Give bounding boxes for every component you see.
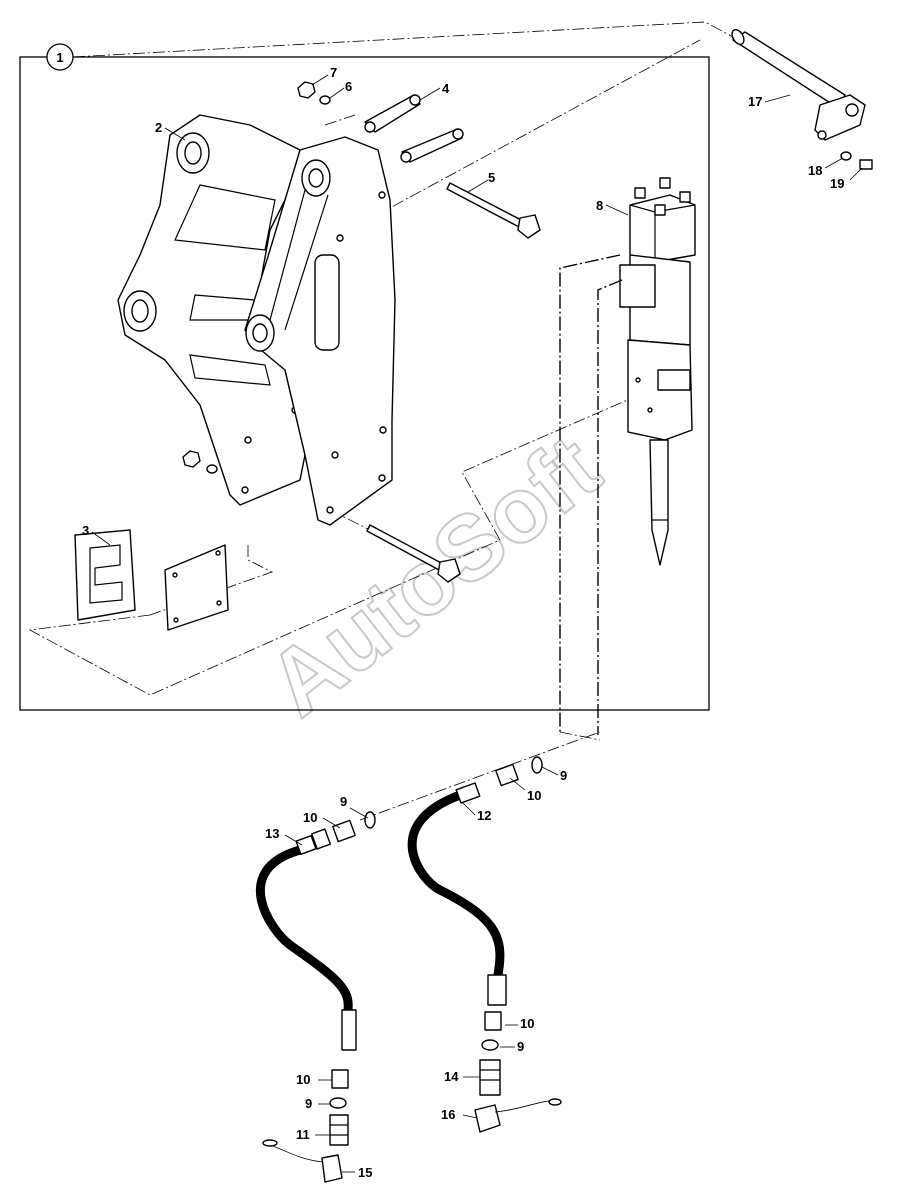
washer-part-18 bbox=[840, 151, 852, 161]
callout-11: 11 bbox=[296, 1127, 310, 1142]
callout-10-a: 10 bbox=[303, 810, 317, 825]
side-plate-right bbox=[244, 136, 396, 526]
hose-part-13 bbox=[255, 828, 357, 1051]
hose-part-12 bbox=[407, 782, 507, 1006]
o-ring-part-9 bbox=[329, 756, 543, 1109]
washer-part-6 bbox=[206, 95, 331, 474]
callout-16: 16 bbox=[441, 1107, 455, 1122]
link-part-4 bbox=[364, 94, 464, 163]
callout-2: 2 bbox=[155, 120, 162, 135]
assembly-callout-number: 1 bbox=[56, 50, 63, 65]
leader-lines bbox=[91, 74, 863, 1173]
callout-18: 18 bbox=[808, 163, 822, 178]
callout-12: 12 bbox=[477, 808, 491, 823]
callout-6: 6 bbox=[345, 79, 352, 94]
wear-plate-part-3 bbox=[74, 529, 229, 631]
coupling-part-11 bbox=[329, 1114, 349, 1146]
callout-8: 8 bbox=[596, 198, 603, 213]
callout-3: 3 bbox=[82, 523, 89, 538]
callout-4: 4 bbox=[442, 81, 450, 96]
coupling-part-14 bbox=[479, 1059, 501, 1096]
callout-17: 17 bbox=[748, 94, 762, 109]
hydraulic-lines bbox=[559, 254, 623, 735]
side-plate-left bbox=[117, 114, 306, 506]
hydraulic-breaker-part-8 bbox=[619, 177, 696, 566]
assembly-frame bbox=[19, 56, 710, 711]
callout-10-d: 10 bbox=[296, 1072, 310, 1087]
callout-10-b: 10 bbox=[527, 788, 541, 803]
bolt-part-19 bbox=[859, 159, 873, 170]
callout-19: 19 bbox=[830, 176, 844, 191]
pin-part-17 bbox=[731, 28, 866, 141]
callout-9-b: 9 bbox=[560, 768, 567, 783]
bolt-part-5 bbox=[366, 182, 541, 583]
dust-cap-part-15 bbox=[262, 1139, 343, 1183]
nut-part-7 bbox=[182, 81, 316, 468]
callout-9-c: 9 bbox=[517, 1039, 524, 1054]
callout-13: 13 bbox=[265, 826, 279, 841]
callout-5: 5 bbox=[488, 170, 495, 185]
assembly-center-lines bbox=[28, 21, 736, 821]
watermark: AutoSoft bbox=[250, 416, 619, 735]
callout-9-d: 9 bbox=[305, 1096, 312, 1111]
callout-15: 15 bbox=[358, 1165, 372, 1180]
dust-cap-part-16 bbox=[474, 1098, 562, 1133]
callout-7: 7 bbox=[330, 65, 337, 80]
callout-14: 14 bbox=[444, 1069, 459, 1084]
callout-10-c: 10 bbox=[520, 1016, 534, 1031]
callout-9-a: 9 bbox=[340, 794, 347, 809]
callout-labels: 2 3 4 5 6 7 8 17 18 19 9 10 13 9 10 12 1… bbox=[82, 65, 844, 1180]
